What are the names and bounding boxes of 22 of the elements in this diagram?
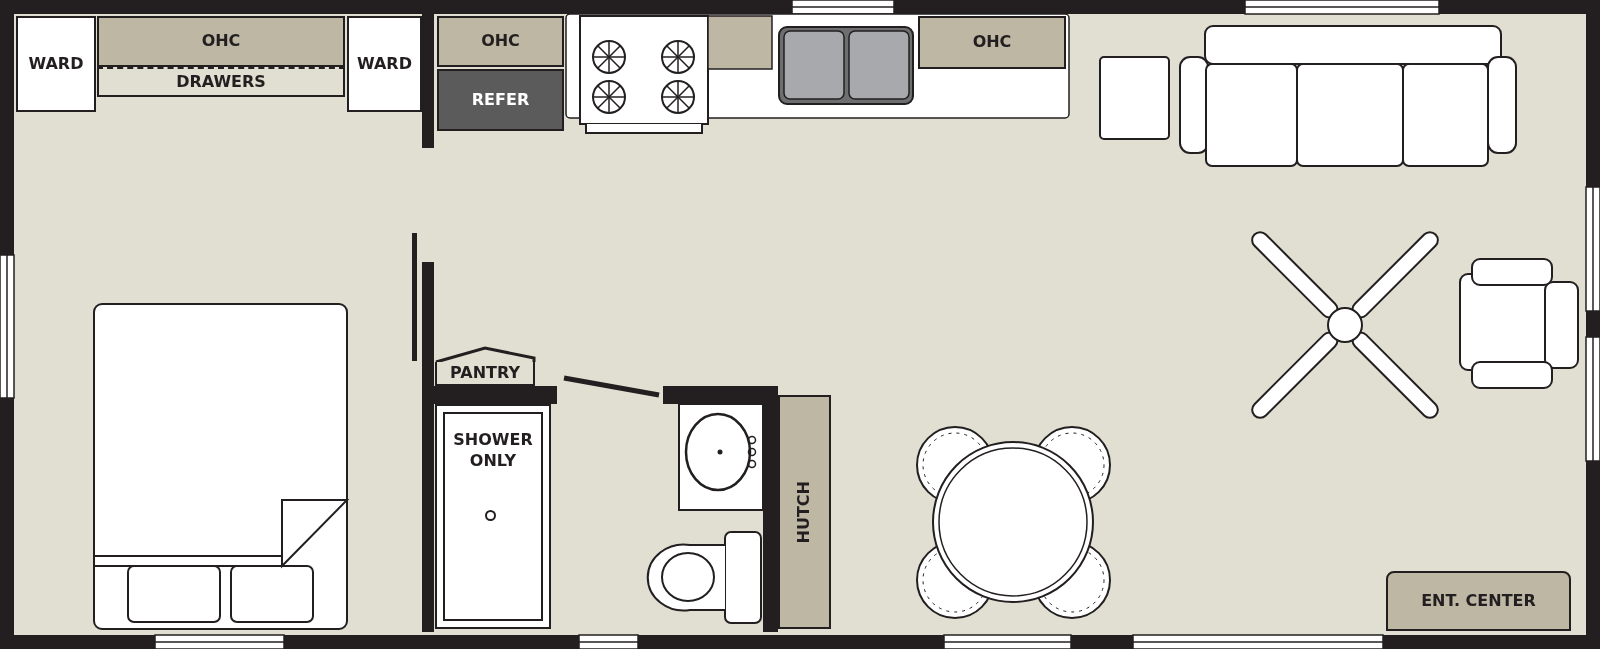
room-label: SHOWER ONLY <box>452 430 534 472</box>
wardrobe <box>16 16 96 112</box>
room-label: ENT. CENTER <box>1421 590 1536 612</box>
room-label: HUTCH <box>794 480 815 544</box>
room-label: OHC <box>481 31 520 52</box>
room-label: DRAWERS <box>176 71 266 93</box>
room-label: REFER <box>471 89 530 111</box>
drawers <box>97 67 345 97</box>
refrigerator <box>437 69 564 131</box>
wardrobe <box>347 16 422 112</box>
pantry <box>435 362 535 386</box>
overhead-cabinet <box>97 16 345 67</box>
room-label: OHC <box>201 31 241 52</box>
room-label: PANTRY <box>450 362 520 384</box>
hutch <box>778 395 831 629</box>
overhead-cabinet <box>437 16 564 67</box>
overhead-cabinet <box>918 16 1066 69</box>
shower <box>435 404 551 629</box>
room-label: WARD <box>357 53 412 75</box>
entertainment-center <box>1386 571 1571 631</box>
room-label: OHC <box>972 32 1012 53</box>
room-label: WARD <box>28 53 84 75</box>
